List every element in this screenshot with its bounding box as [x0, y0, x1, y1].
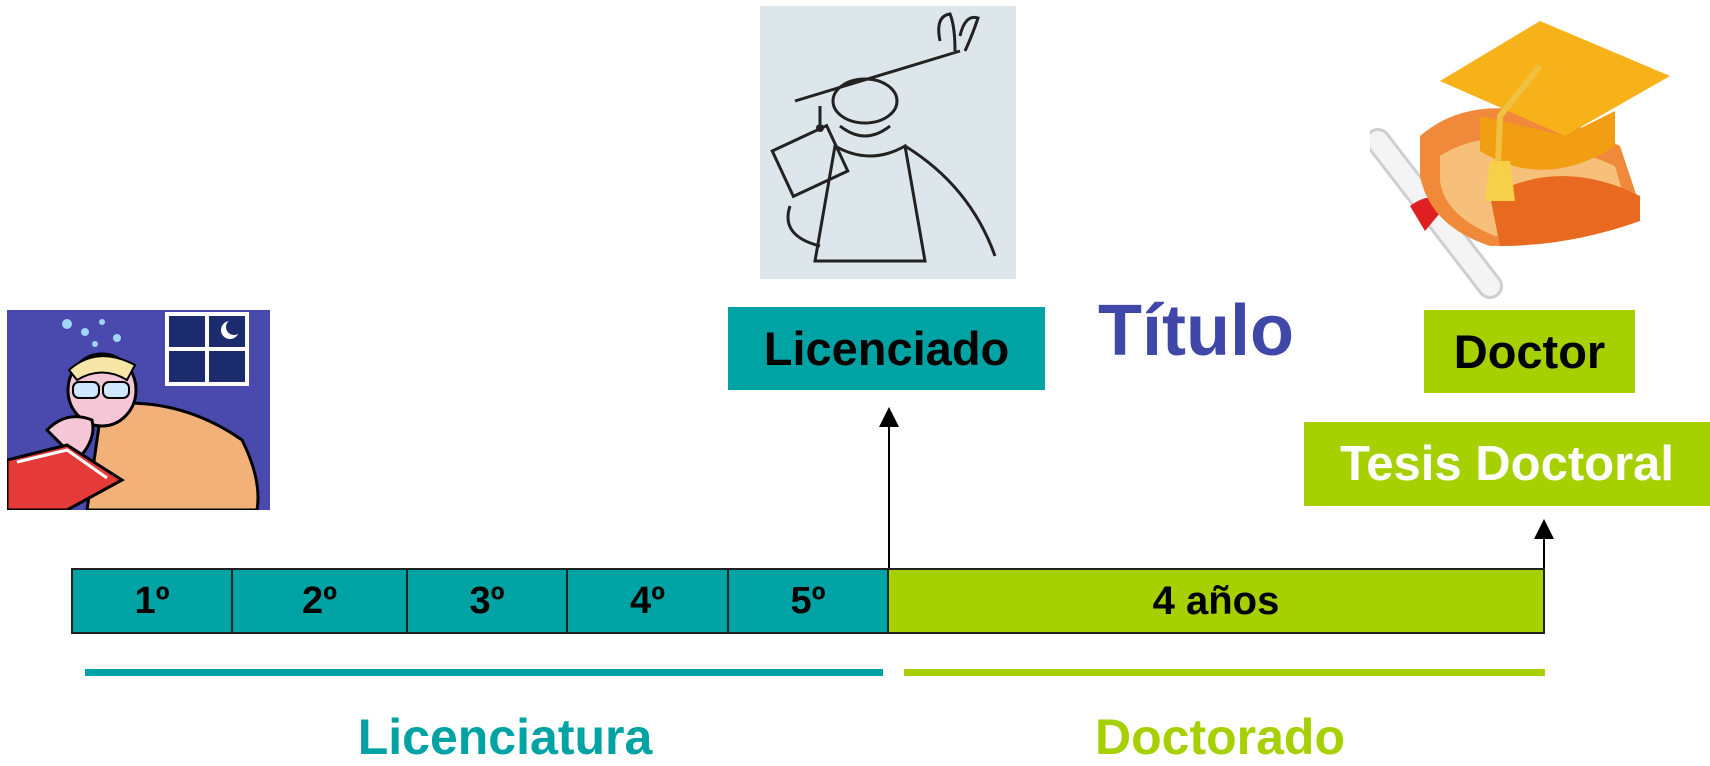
student-reading-illustration [7, 310, 270, 510]
licenciado-label: Licenciado [728, 307, 1045, 390]
year-segment-3: 3º [408, 568, 568, 634]
year-segment-2: 2º [233, 568, 408, 634]
doctorado-underline [904, 669, 1545, 676]
year-segment-5: 5º [729, 568, 889, 634]
year-segment-1: 1º [71, 568, 233, 634]
licenciado-arrowhead [879, 407, 899, 427]
licenciatura-phase-label: Licenciatura [357, 709, 653, 765]
tesis-arrowhead [1534, 519, 1554, 539]
tesis-arrow-line [1543, 537, 1545, 570]
titulo-heading: Título [1098, 291, 1294, 371]
licenciatura-underline [85, 669, 883, 676]
year-segment-4: 4º [568, 568, 729, 634]
doctorate-duration-segment: 4 años [889, 568, 1545, 634]
graduation-cap-books-illustration [1365, 6, 1670, 306]
doctor-label: Doctor [1424, 310, 1635, 393]
tesis-doctoral-label: Tesis Doctoral [1304, 422, 1710, 506]
graduate-cartoon-illustration [760, 6, 1016, 279]
licenciado-arrow-line [888, 425, 890, 570]
doctorado-phase-label: Doctorado [1095, 709, 1345, 765]
